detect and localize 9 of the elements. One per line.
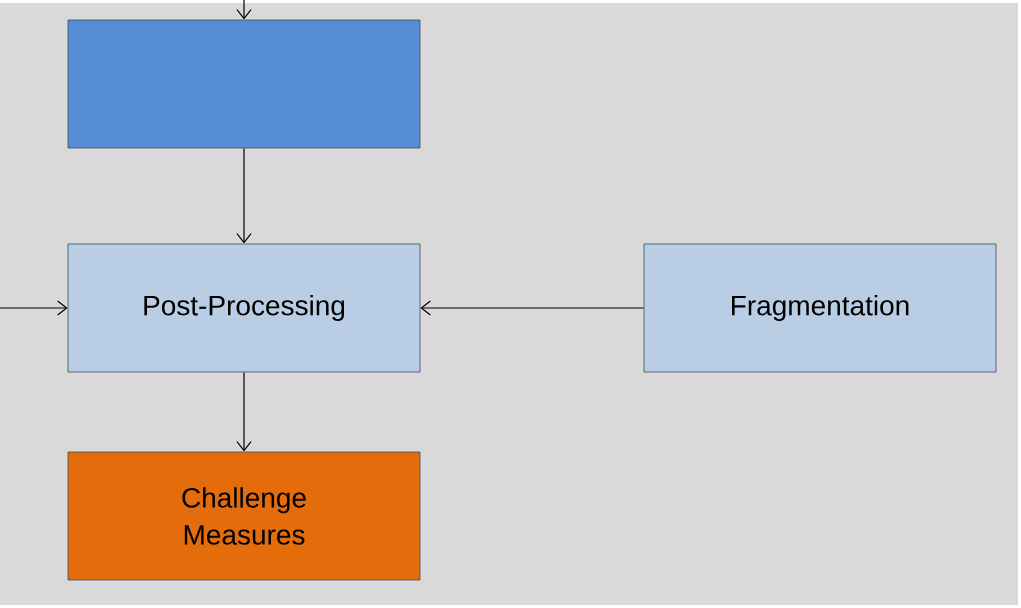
arrow [420,300,645,316]
process-box [67,19,421,149]
arrow [236,0,252,20]
arrow [0,300,68,316]
process-box: Post-Processing [67,243,421,373]
arrow [236,147,252,244]
process-box: Fragmentation [643,243,997,373]
arrow [236,371,252,452]
process-box: Challenge Measures [67,451,421,581]
